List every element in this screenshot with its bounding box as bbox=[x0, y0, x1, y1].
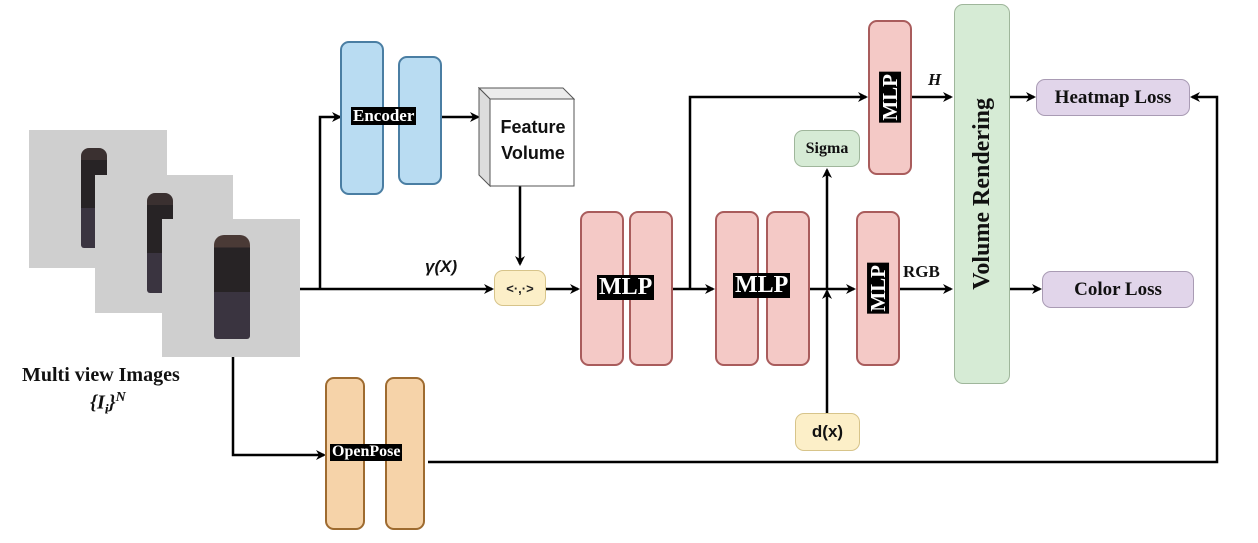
mlp-heatmap-block: MLP bbox=[868, 20, 912, 175]
mlp2-label: MLP bbox=[733, 272, 791, 299]
encoder-label: Encoder bbox=[351, 106, 417, 125]
mlp-heatmap-label: MLP bbox=[877, 72, 902, 123]
mlp-rgb-label: MLP bbox=[865, 263, 890, 314]
inner-product-label: <·,·> bbox=[506, 280, 534, 296]
feature-volume-line1: Feature bbox=[500, 117, 566, 137]
color-loss-label: Color Loss bbox=[1074, 278, 1162, 300]
volume-rendering-label: Volume Rendering bbox=[968, 98, 995, 290]
person-figure bbox=[214, 235, 250, 339]
direction-label: d(x) bbox=[811, 422, 844, 441]
heatmap-loss-label: Heatmap Loss bbox=[1054, 86, 1172, 108]
cube-icon bbox=[477, 86, 576, 188]
volume-rendering-block: Volume Rendering bbox=[954, 4, 1010, 384]
formula-sub: i bbox=[104, 402, 109, 418]
formula-sup: N bbox=[115, 390, 126, 405]
formula-base: {I bbox=[90, 391, 105, 414]
feature-volume: Feature Volume bbox=[477, 86, 576, 188]
input-formula: {Ii}N bbox=[90, 390, 126, 419]
sigma-node: Sigma bbox=[794, 130, 860, 167]
inner-product-node: <·,·> bbox=[494, 270, 546, 306]
feature-volume-line2: Volume bbox=[501, 143, 565, 163]
mlp-rgb-block: MLP bbox=[856, 211, 900, 366]
arrow-images-to-encoder bbox=[318, 112, 342, 289]
rgb-edge-label: RGB bbox=[903, 262, 940, 281]
mlp1-label: MLP bbox=[597, 274, 655, 301]
positional-encoding-label: γ(X) bbox=[425, 257, 458, 276]
color-loss-node: Color Loss bbox=[1042, 271, 1194, 308]
sigma-label: Sigma bbox=[805, 139, 849, 157]
input-label: Multi view Images bbox=[22, 364, 180, 386]
view-image-3 bbox=[162, 219, 300, 357]
formula-close: } bbox=[108, 391, 116, 414]
heatmap-edge-label: H bbox=[928, 70, 942, 89]
openpose-label: OpenPose bbox=[330, 443, 403, 461]
heatmap-loss-node: Heatmap Loss bbox=[1036, 79, 1190, 116]
direction-node: d(x) bbox=[795, 413, 860, 451]
arrow-images-to-openpose bbox=[231, 357, 326, 460]
